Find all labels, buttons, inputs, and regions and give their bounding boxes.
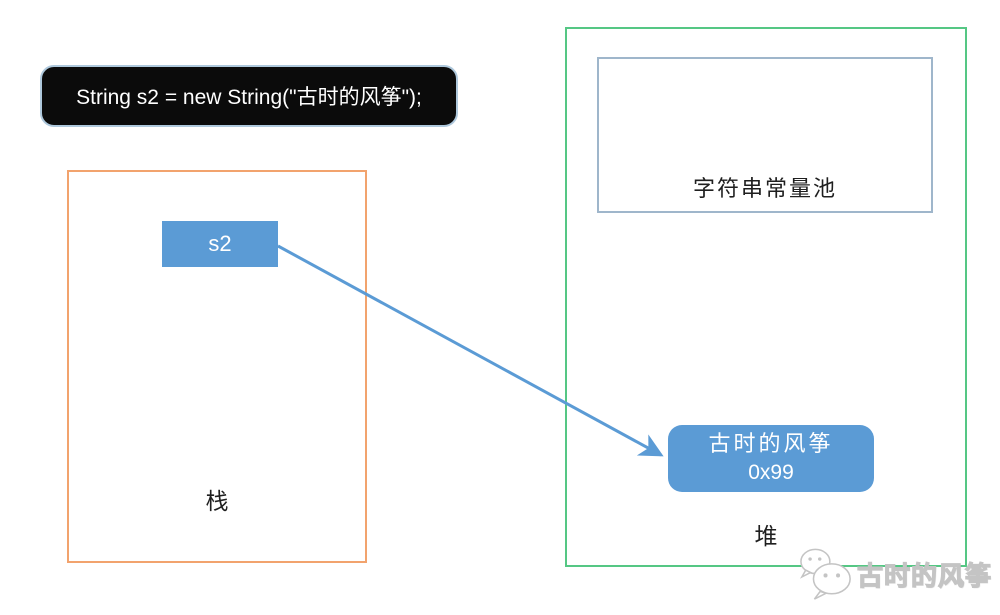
code-statement-text: String s2 = new String("古时的风筝");	[76, 86, 422, 109]
heap-object-address: 0x99	[748, 461, 794, 485]
stack-variable-s2-label: s2	[208, 231, 232, 256]
watermark-text: 古时的风筝	[856, 560, 993, 591]
heap-label: 堆	[754, 523, 778, 549]
watermark: 古时的风筝	[797, 547, 992, 601]
heap-string-object: 古时的风筝 0x99	[668, 425, 874, 492]
string-constant-pool-box: 字符串常量池	[597, 57, 933, 213]
heap-object-value: 古时的风筝	[708, 431, 834, 457]
code-statement-box: String s2 = new String("古时的风筝");	[40, 65, 458, 127]
string-constant-pool-label: 字符串常量池	[692, 176, 837, 201]
stack-label: 栈	[205, 488, 229, 514]
stack-variable-s2: s2	[162, 221, 278, 267]
wechat-icon	[799, 548, 851, 600]
